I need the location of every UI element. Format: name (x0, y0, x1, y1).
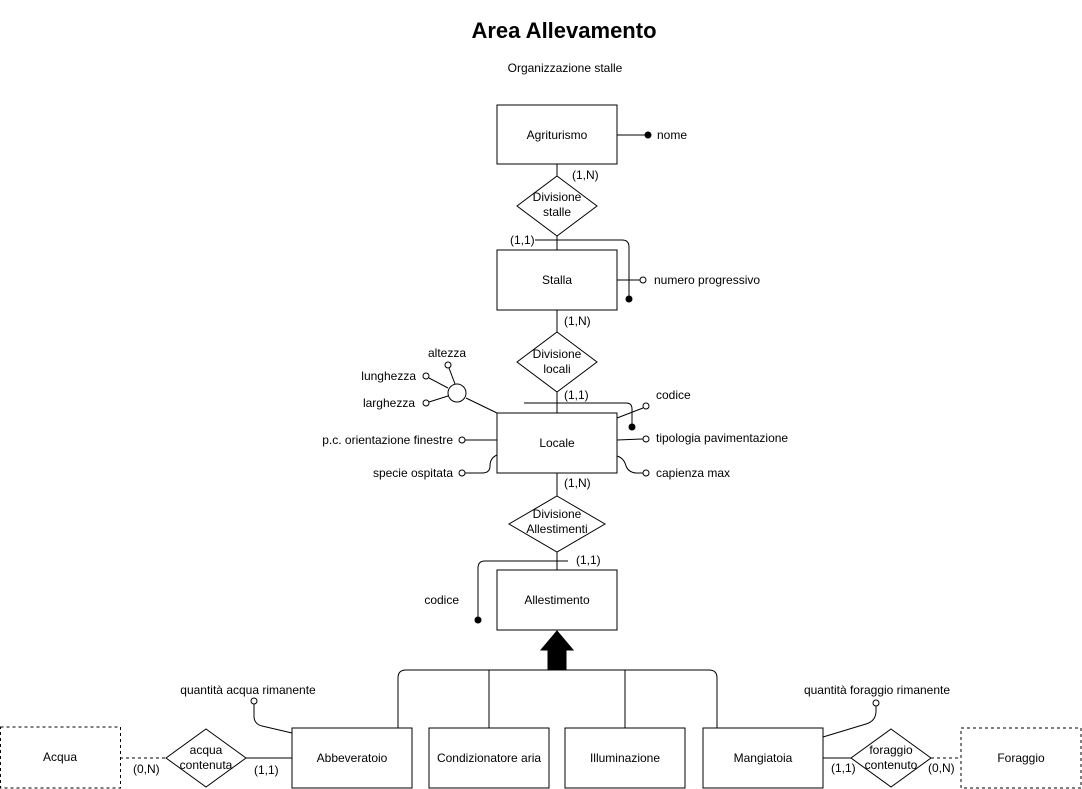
attr-dot-capienza (642, 469, 650, 477)
card-allestimento-divisione-allestimenti: (1,1) (576, 553, 601, 567)
svg-text:Acqua: Acqua (43, 750, 77, 764)
attr-label-lunghezza: lunghezza (361, 369, 416, 383)
card-stalla-divisione-stalle: (1,1) (510, 233, 535, 247)
locale-identifier-dot (628, 423, 636, 431)
attr-label-quantita-acqua: quantità acqua rimanente (180, 683, 316, 697)
relationship-acqua-contenuta[interactable]: acqua contenuta (165, 728, 247, 788)
svg-text:Allestimento: Allestimento (524, 593, 590, 607)
entity-stalla[interactable]: Stalla (496, 249, 618, 311)
entity-illuminazione[interactable]: Illuminazione (564, 727, 686, 789)
svg-text:Locale: Locale (539, 436, 575, 450)
attr-label-allestimento-codice: codice (424, 593, 459, 607)
svg-text:Mangiatoia: Mangiatoia (734, 751, 793, 765)
card-mangiatoia-foraggio-contenuto: (1,1) (831, 761, 856, 775)
entity-condizionatore-aria[interactable]: Condizionatore aria (428, 727, 550, 789)
allestimento-identifier-line (477, 560, 568, 618)
entity-mangiatoia[interactable]: Mangiatoia (702, 727, 824, 789)
entity-locale[interactable]: Locale (496, 412, 618, 474)
allestimento-identifier-dot (474, 616, 482, 624)
svg-text:foraggio: foraggio (869, 743, 913, 757)
attr-line-lunghezza (428, 377, 449, 389)
attr-dot-larghezza (422, 399, 430, 407)
attr-line-pavimentazione (616, 438, 644, 441)
attr-line-quantita-acqua (253, 704, 293, 734)
attr-label-pavimentazione: tipologia pavimentazione (656, 431, 788, 445)
attr-dot-locale-codice (642, 402, 650, 410)
svg-text:Illuminazione: Illuminazione (590, 751, 660, 765)
attr-line-larghezza (428, 395, 449, 403)
attr-line-altezza (448, 367, 456, 385)
svg-text:Agriturismo: Agriturismo (527, 128, 588, 142)
locale-identifier-line (524, 402, 633, 426)
entity-acqua[interactable]: Acqua (0, 726, 121, 789)
attr-line-composite (465, 397, 498, 414)
attr-line-capienza (616, 455, 643, 474)
attr-label-quantita-foraggio: quantità foraggio rimanente (804, 683, 950, 697)
svg-text:Divisione: Divisione (533, 190, 582, 204)
svg-text:Stalla: Stalla (542, 273, 572, 287)
entity-abbeveratoio[interactable]: Abbeveratoio (291, 727, 413, 789)
card-stalla-divisione-locali: (1,N) (564, 314, 591, 328)
relationship-divisione-allestimenti[interactable]: Divisione Allestimenti (508, 495, 606, 553)
card-locale-divisione-locali: (1,1) (564, 388, 589, 402)
card-acqua-acqua-contenuta: (0,N) (133, 762, 160, 776)
svg-text:Foraggio: Foraggio (997, 751, 1045, 765)
svg-text:Abbeveratoio: Abbeveratoio (317, 751, 388, 765)
generalization-arrow (539, 630, 575, 671)
attr-dot-specie (458, 469, 466, 477)
attr-dot-quantita-acqua (250, 697, 258, 705)
attr-line-specie (465, 454, 498, 474)
svg-text:Divisione: Divisione (533, 507, 582, 521)
attr-label-altezza: altezza (428, 346, 466, 360)
diagram-subtitle: Organizzazione stalle (508, 61, 623, 75)
attr-dot-altezza (444, 361, 452, 369)
attr-label-capienza: capienza max (656, 466, 730, 480)
relationship-divisione-locali[interactable]: Divisione locali (516, 331, 598, 393)
attr-dot-lunghezza (422, 372, 430, 380)
svg-text:acqua: acqua (190, 743, 223, 757)
generalization-lines (397, 669, 718, 730)
svg-text:Divisione: Divisione (533, 347, 582, 361)
attr-dot-orientazione (458, 436, 466, 444)
card-abbeveratoio-acqua-contenuta: (1,1) (254, 763, 279, 777)
attr-dot-nome (644, 131, 652, 139)
attr-line-quantita-foraggio (822, 706, 877, 738)
attr-label-numero-progressivo: numero progressivo (654, 273, 760, 287)
attr-dot-numero-progressivo (639, 276, 647, 284)
card-agriturismo-divisione-stalle: (1,N) (572, 168, 599, 182)
diagram-title: Area Allevamento (471, 18, 656, 43)
svg-text:contenuto: contenuto (865, 758, 918, 772)
composite-attr-circle (447, 383, 467, 403)
attr-label-larghezza: larghezza (363, 396, 415, 410)
svg-text:stalle: stalle (543, 205, 571, 219)
attr-label-specie: specie ospitata (373, 466, 453, 480)
stalla-identifier-dot (625, 295, 633, 303)
relationship-foraggio-contenuto[interactable]: foraggio contenuto (850, 728, 932, 788)
attr-label-locale-codice: codice (656, 388, 691, 402)
card-foraggio-foraggio-contenuto: (0,N) (928, 761, 955, 775)
attr-line-locale-codice (616, 407, 644, 419)
entity-allestimento[interactable]: Allestimento (496, 569, 618, 631)
svg-text:contenuta: contenuta (180, 758, 233, 772)
attr-dot-pavimentazione (642, 435, 650, 443)
entity-agriturismo[interactable]: Agriturismo (496, 104, 618, 165)
attr-label-nome: nome (657, 128, 687, 142)
svg-text:Condizionatore aria: Condizionatore aria (437, 751, 541, 765)
svg-text:locali: locali (543, 362, 570, 376)
attr-label-orientazione: p.c. orientazione finestre (322, 433, 453, 447)
svg-text:Allestimenti: Allestimenti (526, 522, 587, 536)
stalla-identifier-line (535, 239, 630, 298)
card-locale-divisione-allestimenti: (1,N) (564, 476, 591, 490)
attr-dot-quantita-foraggio (872, 699, 880, 707)
relationship-divisione-stalle[interactable]: Divisione stalle (516, 175, 598, 237)
entity-foraggio[interactable]: Foraggio (960, 727, 1082, 789)
